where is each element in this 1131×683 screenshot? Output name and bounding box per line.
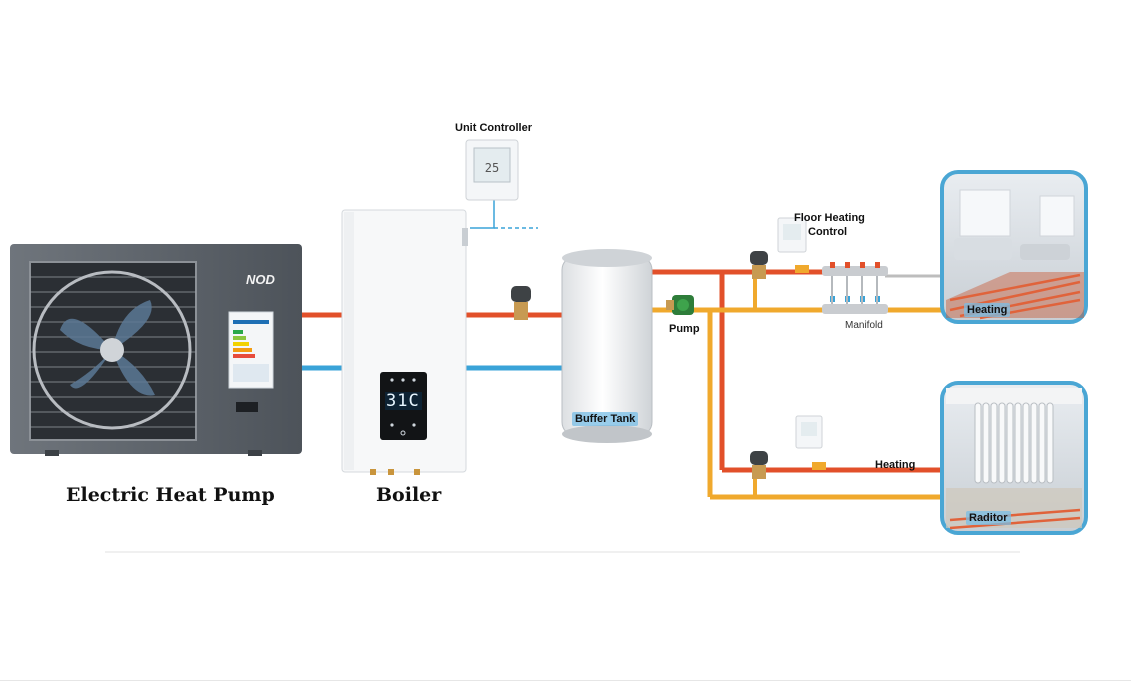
floor-heating-control-label: Floor Heating [794,212,865,224]
boiler-unit [341,209,468,475]
buffer-tank-label: Buffer Tank [572,412,639,426]
boiler-temperature-readout: 31C [386,391,420,411]
heat-pump-label: Electric Heat Pump [66,484,275,506]
circulation-pump [666,295,694,315]
controller-wire [470,200,495,229]
manifold-label: Manifold [845,320,883,331]
motorized-valve-1 [511,286,531,320]
fan-grille [30,276,196,428]
pump-label: Pump [669,323,700,335]
radiator-thermostat [795,415,826,470]
radiator-icon [974,402,1054,484]
electric-heat-pump [10,244,302,456]
bottom-divider [0,680,1131,681]
radiator-room-label: Raditor [966,511,1011,525]
boiler-label: Boiler [376,484,442,506]
buffer-tank [561,249,653,443]
vent-slot [236,402,258,412]
floor-manifold [822,262,888,314]
floor-heating-room-label: Heating [964,303,1011,317]
unit-controller-label: Unit Controller [455,122,532,134]
unit-controller-thermostat: 25 [465,139,519,201]
floor-heating-room [940,170,1088,324]
floor-heating-thermostat [777,217,809,273]
motorized-valve-3 [750,451,768,479]
heat-pump-brand-logo: NOD [246,272,275,287]
motorized-valve-2 [750,251,768,279]
thermostat-screen-icon: 25 [485,161,499,175]
floor-heating-control-label-line2: Control [808,226,848,238]
fan-icon [32,270,192,430]
radiator-heating-label: Heating [875,459,916,471]
radiator-room [940,381,1088,535]
